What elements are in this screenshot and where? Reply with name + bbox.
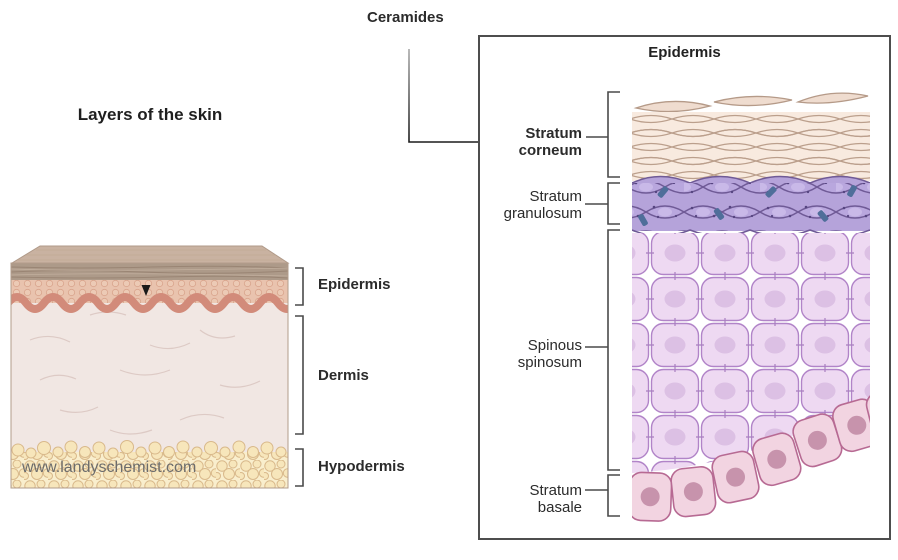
spinous-layer [632, 233, 870, 473]
epidermis-panel-title: Epidermis [648, 44, 721, 61]
stratum-corneum-layer [632, 92, 870, 181]
dermis-bracket [295, 315, 304, 435]
stratum-basale-bracket [607, 474, 620, 517]
stratum-brackets [585, 91, 620, 517]
watermark-url: www.landyschemist.com [22, 459, 197, 476]
skin-block-hypodermis-layer [11, 440, 288, 488]
stratum-corneum-bracket [607, 91, 620, 178]
hypodermis-label: Hypodermis [318, 458, 405, 475]
epidermis-label: Epidermis [318, 276, 391, 293]
skin-block-surface-band [11, 263, 288, 281]
skin-block-basement-wave [11, 293, 288, 313]
stratum-granulosum-label: Stratum granulosum [503, 188, 582, 222]
epidermis-detail-illustration [632, 92, 870, 522]
epidermis-bracket [295, 267, 304, 306]
skin-block-illustration [10, 245, 290, 489]
stratum-corneum-label: Stratum corneum [518, 125, 582, 159]
dermis-label: Dermis [318, 367, 369, 384]
hypodermis-bracket [295, 448, 304, 487]
page-title: Layers of the skin [77, 105, 223, 124]
ceramides-arrow [408, 49, 493, 147]
spinous-spinosum-label: Spinous spinosum [517, 337, 582, 371]
stratum-basale-label: Stratum basale [529, 482, 582, 516]
keratinosome-organelles [638, 185, 857, 226]
skin-layer-brackets [295, 267, 304, 487]
skin-block-top-face [10, 245, 290, 264]
stratum-granulosum-layer [632, 175, 870, 237]
stratum-basale-layer [632, 387, 870, 522]
spinous-spinosum-bracket [607, 229, 620, 471]
ceramides-label: Ceramides [367, 9, 444, 26]
skin-block-dermis-layer [11, 297, 288, 452]
